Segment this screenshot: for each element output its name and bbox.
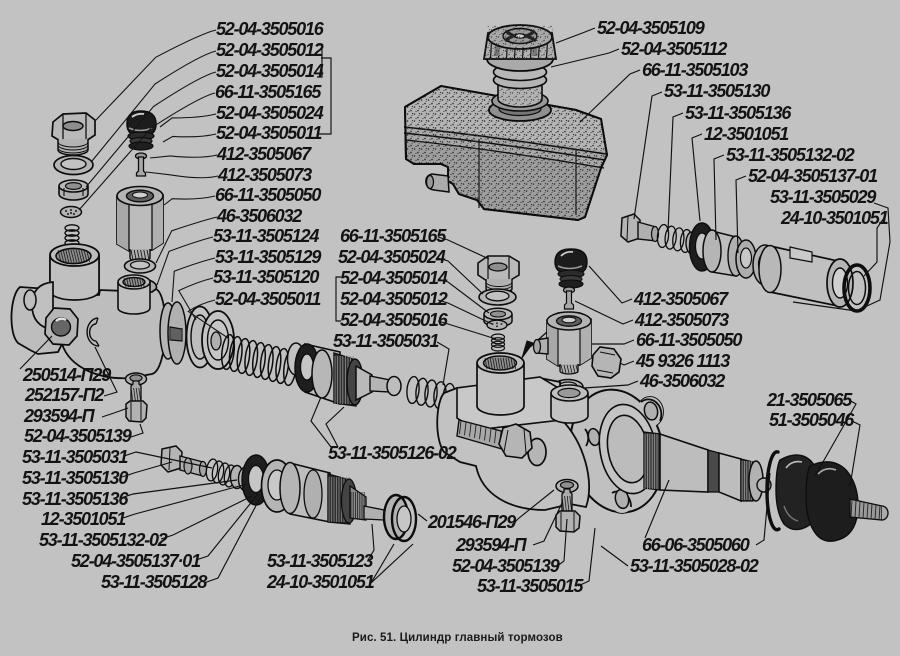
svg-text:66-11-3505050: 66-11-3505050 bbox=[636, 330, 742, 350]
svg-text:250514-П29: 250514-П29 bbox=[22, 365, 111, 385]
svg-text:12-3501051: 12-3501051 bbox=[704, 124, 789, 144]
svg-text:66-11-3505103: 66-11-3505103 bbox=[642, 60, 748, 80]
svg-text:201546-П29: 201546-П29 bbox=[427, 512, 516, 532]
svg-text:52-04-3505016: 52-04-3505016 bbox=[340, 310, 449, 330]
svg-text:52-04-3505024: 52-04-3505024 bbox=[216, 103, 324, 123]
svg-text:66-11-3505050: 66-11-3505050 bbox=[215, 185, 321, 205]
svg-text:293594-П: 293594-П bbox=[455, 535, 528, 555]
svg-text:412-3505067: 412-3505067 bbox=[216, 144, 312, 164]
svg-text:52-04-3505137-01: 52-04-3505137-01 bbox=[748, 166, 878, 186]
svg-text:66-11-3505165: 66-11-3505165 bbox=[340, 226, 447, 246]
svg-text:Рис. 51. Цилиндр главный тормо: Рис. 51. Цилиндр главный тормозов bbox=[352, 632, 563, 644]
svg-text:52-04-3505014: 52-04-3505014 bbox=[340, 268, 448, 288]
svg-text:52-04-3505139: 52-04-3505139 bbox=[452, 556, 560, 576]
svg-text:252157-П2: 252157-П2 bbox=[24, 385, 104, 405]
svg-text:412-3505073: 412-3505073 bbox=[634, 310, 729, 330]
svg-text:52-04-3505011: 52-04-3505011 bbox=[216, 123, 322, 143]
svg-text:51-3505046: 51-3505046 bbox=[769, 410, 855, 430]
svg-text:52-04-3505012: 52-04-3505012 bbox=[340, 289, 448, 309]
svg-text:52-04-3505012: 52-04-3505012 bbox=[216, 40, 324, 60]
svg-text:46-3506032: 46-3506032 bbox=[639, 371, 725, 391]
svg-text:66-11-3505165: 66-11-3505165 bbox=[215, 82, 322, 102]
svg-text:12-3501051: 12-3501051 bbox=[41, 509, 126, 529]
svg-text:53-11-3505132-02: 53-11-3505132-02 bbox=[39, 530, 168, 550]
svg-text:53-11-3505015: 53-11-3505015 bbox=[477, 576, 584, 596]
svg-text:53-11-3505132-02: 53-11-3505132-02 bbox=[726, 145, 855, 165]
svg-text:53-11-3505029: 53-11-3505029 bbox=[770, 187, 876, 207]
svg-text:412-3505067: 412-3505067 bbox=[633, 289, 729, 309]
svg-text:53-11-3505124: 53-11-3505124 bbox=[213, 226, 319, 246]
svg-text:45 9326 1113: 45 9326 1113 bbox=[635, 351, 730, 371]
svg-text:66-06-3505060: 66-06-3505060 bbox=[642, 535, 750, 555]
svg-text:52-04-3505109: 52-04-3505109 bbox=[597, 18, 705, 38]
svg-text:52-04-3505011: 52-04-3505011 bbox=[215, 289, 321, 309]
svg-text:24-10-3501051: 24-10-3501051 bbox=[266, 572, 375, 592]
svg-text:293594-П: 293594-П bbox=[23, 406, 96, 426]
svg-text:21-3505065: 21-3505065 bbox=[766, 390, 853, 410]
svg-text:53-11-3505123: 53-11-3505123 bbox=[267, 551, 373, 571]
svg-text:53-11-3505031: 53-11-3505031 bbox=[333, 331, 439, 351]
svg-text:52-04-3505139: 52-04-3505139 bbox=[24, 426, 132, 446]
svg-text:53-11-3505128: 53-11-3505128 bbox=[101, 572, 207, 592]
svg-text:53-11-3505136: 53-11-3505136 bbox=[22, 489, 129, 509]
svg-text:46-3506032: 46-3506032 bbox=[216, 206, 302, 226]
svg-text:53-11-3505130: 53-11-3505130 bbox=[664, 81, 770, 101]
svg-text:53-11-3505028-02: 53-11-3505028-02 bbox=[630, 556, 759, 576]
svg-text:52-04-3505014: 52-04-3505014 bbox=[216, 61, 324, 81]
svg-text:53-11-3505129: 53-11-3505129 bbox=[215, 247, 321, 267]
svg-text:53-11-3505136: 53-11-3505136 bbox=[685, 103, 792, 123]
svg-text:53-11-3505031: 53-11-3505031 bbox=[22, 447, 128, 467]
svg-text:24-10-3501051: 24-10-3501051 bbox=[780, 208, 889, 228]
svg-text:52-04-3505024: 52-04-3505024 bbox=[338, 247, 446, 267]
svg-text:53-11-3505120: 53-11-3505120 bbox=[213, 267, 319, 287]
svg-text:52-04-3505137·01: 52-04-3505137·01 bbox=[71, 551, 201, 571]
svg-text:52-04-3505112: 52-04-3505112 bbox=[621, 39, 727, 59]
svg-text:52-04-3505016: 52-04-3505016 bbox=[216, 19, 325, 39]
svg-text:412-3505073: 412-3505073 bbox=[217, 165, 312, 185]
svg-text:53-11-3505130: 53-11-3505130 bbox=[22, 468, 128, 488]
svg-text:53-11-3505126-02: 53-11-3505126-02 bbox=[328, 443, 457, 463]
